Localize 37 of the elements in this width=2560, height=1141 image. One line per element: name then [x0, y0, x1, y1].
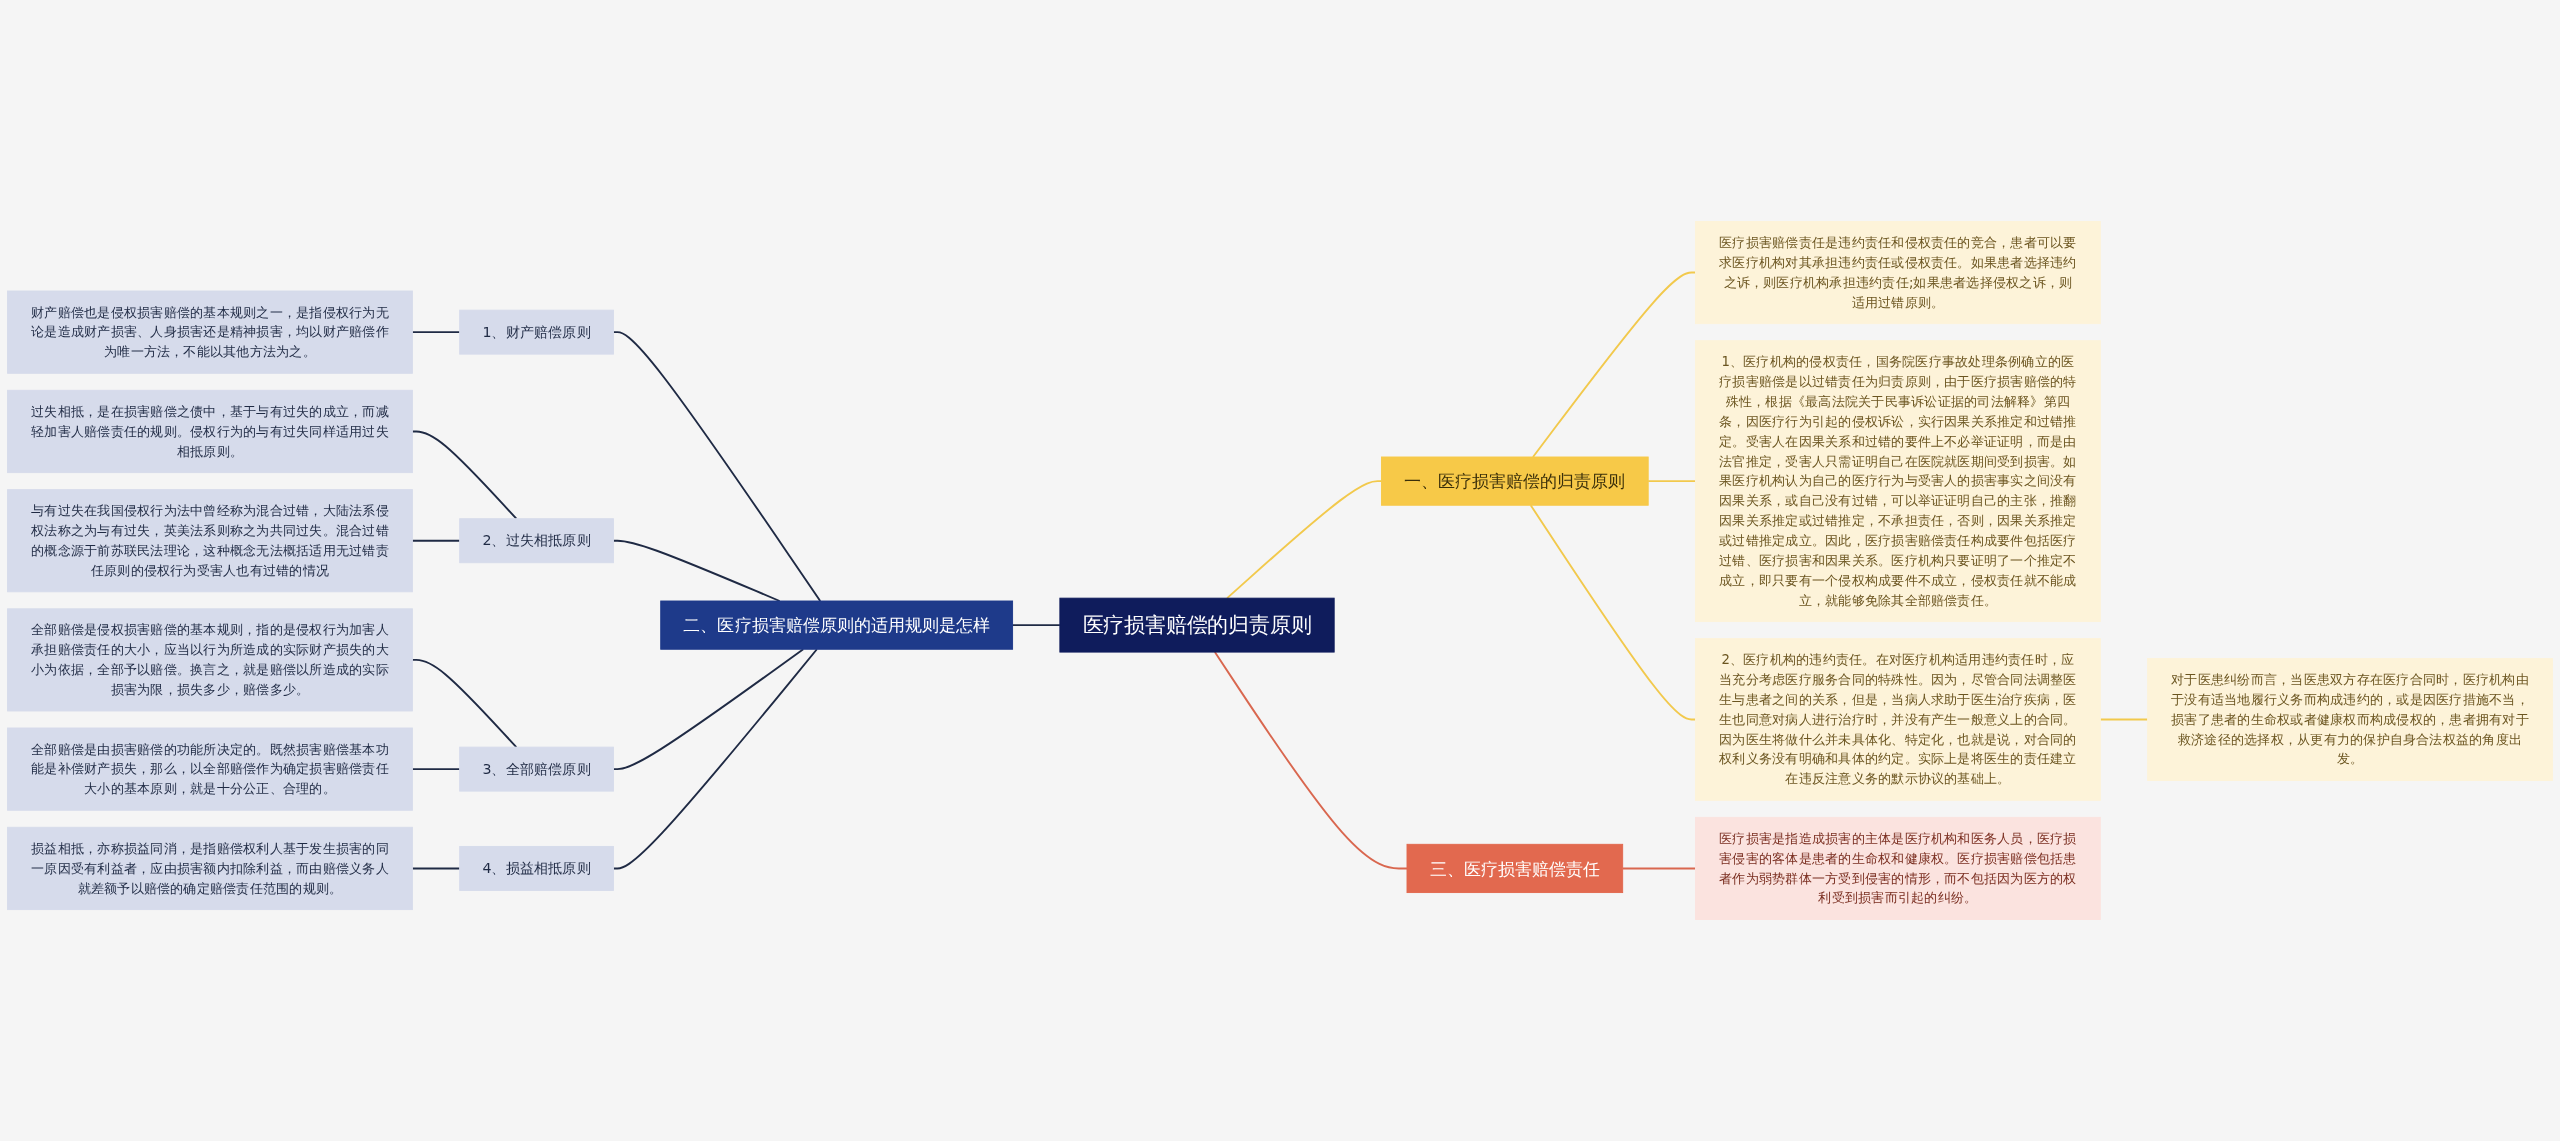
node-box: 2、过失相抵原则 [459, 518, 614, 564]
connector [411, 867, 461, 870]
connector [612, 331, 822, 602]
node-box: 损益相抵，亦称损益同消，是指赔偿权利人基于发生损害的同一原因受有利益者，应由损害额内扣除利益，而由赔偿义务人就差额予以赔偿的确定赔偿责任范围的规则。 [7, 826, 413, 911]
connector [612, 539, 781, 602]
node-box: 3、全部赔偿原则 [459, 746, 614, 792]
node-box: 三、医疗损害赔偿责任 [1406, 843, 1624, 894]
connector [411, 430, 518, 520]
connector [612, 648, 805, 771]
connector [1226, 480, 1383, 600]
node-box: 医疗损害赔偿责任是违约责任和侵权责任的竞合，患者可以要求医疗机构对其承担违约责任或侵权责任。如果患者选择违约之诉，则医疗机构承担违约责任;如果患者选择侵权之诉，则适用过错原则。 [1695, 221, 2101, 325]
node-box: 全部赔偿是侵权损害赔偿的基本规则，指的是侵权行为加害人承担赔偿责任的大小，应当以行为所造成的实际财产损失的大小为依据，全部予以赔偿。换言之，就是赔偿以所造成的实际损害为限，损失多少，赔偿多少。 [7, 608, 413, 712]
connector [411, 539, 461, 542]
node-box: 二、医疗损害赔偿原则的适用规则是怎样 [660, 600, 1014, 650]
connector [1213, 651, 1408, 870]
node-box: 2、医疗机构的违约责任。在对医疗机构适用违约责任时，应当充分考虑医疗服务合同的特殊性。因为，尽管合同法调整医生与患者之间的关系，但是，当病人求助于医生治疗疾病，医生也同意对病人进行治疗时，并没有产生一般意义上的合同。因为医生将做什么并未具体化、特定化，也就是说，对合同的权利义务没有明确和具体的约定。实际上是将医生的责任建立在违反注意义务的默示协议的基础上。 [1695, 638, 2101, 801]
connector [1647, 480, 1697, 483]
node-box: 与有过失在我国侵权行为法中曾经称为混合过错，大陆法系侵权法称之为与有过失，英美法系则称之为共同过失。混合过错的概念源于前苏联民法理论，这种概念无法概括适用无过错责任原则的侵权行为受害人也有过错的情况 [7, 489, 413, 593]
connector [411, 658, 518, 749]
node-box: 过失相抵，是在损害赔偿之债中，基于与有过失的成立，而减轻加害人赔偿责任的规则。侵权行为的与有过失同样适用过失相抵原则。 [7, 389, 413, 474]
connector [1529, 504, 1697, 721]
node-box: 医疗损害是指造成损害的主体是医疗机构和医务人员，医疗损害侵害的客体是患者的生命权和健康权。医疗损害赔偿包括患者作为弱势群体一方受到侵害的情形，而不包括因为医方的权利受到损害而引起的纠纷。 [1695, 816, 2101, 920]
node-box: 1、财产赔偿原则 [459, 309, 614, 355]
connector [1011, 624, 1061, 627]
connector [411, 768, 461, 771]
connector [1621, 867, 1697, 870]
connector [1532, 271, 1697, 458]
node-box: 医疗损害赔偿的归责原则 [1059, 597, 1335, 653]
node-box: 1、医疗机构的侵权责任，国务院医疗事故处理条例确立的医疗损害赔偿是以过错责任为归责原则，由于医疗损害赔偿的特殊性，根据《最高法院关于民事诉讼证据的司法解释》第四条，因医疗行为引起的侵权诉讼，实行因果关系推定和过错推定。受害人在因果关系和过错的要件上不必举证证明，而是由法官推定，受害人只需证明自己在医院就医期间受到损害。如果医疗机构认为自己的医疗行为与受害人的损害事实之间没有因果关系，或自己没有过错，可以举证证明自己的主张，推翻因果关系推定或过错推定，不承担责任，否则，因果关系推定或过错推定成立。因此，医疗损害赔偿责任构成要件包括医疗过错、医疗损害和因果关系。医疗机构只要证明了一个推定不成立，即只要有一个侵权构成要件不成立，侵权责任就不能成立，就能够免除其全部赔偿责任。 [1695, 340, 2101, 623]
node-box: 全部赔偿是由损害赔偿的功能所决定的。既然损害赔偿基本功能是补偿财产损失，那么，以全部赔偿作为确定损害赔偿责任大小的基本原则，就是十分公正、合理的。 [7, 727, 413, 811]
node-box: 4、损益相抵原则 [459, 845, 614, 891]
node-box: 一、医疗损害赔偿的归责原则 [1381, 456, 1649, 506]
connector [411, 331, 461, 334]
connector [2099, 718, 2149, 721]
connector [612, 648, 818, 870]
node-box: 对于医患纠纷而言，当医患双方存在医疗合同时，医疗机构由于没有适当地履行义务而构成违约的，或是因医疗措施不当，损害了患者的生命权或者健康权而构成侵权的，患者拥有对于救济途径的选择权，从更有力的保护自身合法权益的角度出发。 [2147, 658, 2553, 781]
node-box: 财产赔偿也是侵权损害赔偿的基本规则之一，是指侵权行为无论是造成财产损害、人身损害还是精神损害，均以财产赔偿作为唯一方法，不能以其他方法为之。 [7, 290, 413, 374]
